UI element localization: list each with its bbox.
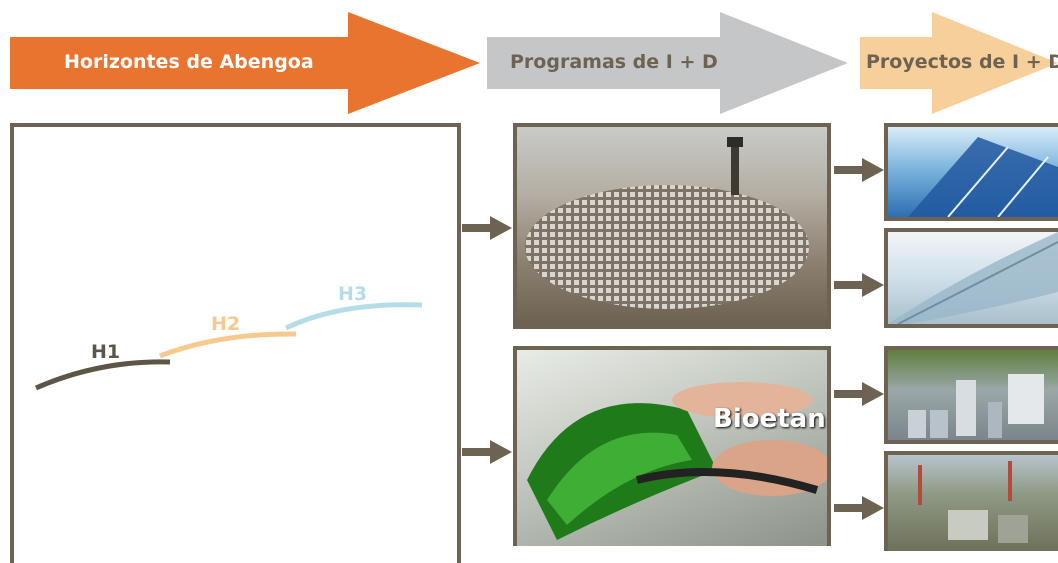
programs-arrow	[487, 12, 848, 114]
arrow-to-program-bio	[462, 440, 512, 464]
h3-curve	[284, 302, 423, 331]
bioethanol-caption: Bioetan	[713, 404, 826, 434]
h1-label: H1	[91, 341, 121, 363]
project-parabolic-trough-photo	[884, 228, 1058, 328]
h3-label: H3	[338, 283, 368, 305]
program-solar-photo	[513, 123, 831, 329]
arrow-to-program-solar	[462, 216, 512, 240]
h1-curve	[34, 359, 171, 391]
project-industrial-plant-photo	[884, 346, 1058, 444]
arrow-to-project-4	[834, 496, 884, 520]
horizons-panel	[10, 123, 461, 563]
project-solar-panels-photo	[884, 123, 1058, 221]
h2-label: H2	[211, 313, 241, 335]
h2-curve	[159, 331, 297, 359]
programs-label: Programas de I + D	[510, 51, 718, 73]
hand	[672, 382, 812, 418]
arrow-to-project-1	[834, 158, 884, 182]
fuel-pump-scene	[527, 382, 827, 540]
arrow-to-project-3	[834, 382, 884, 406]
arrow-to-project-2	[834, 273, 884, 297]
projects-label: Proyectos de I + D	[866, 51, 1058, 73]
projects-arrow	[860, 12, 1058, 114]
header-arrows	[10, 12, 1058, 114]
heliostat-field	[525, 185, 809, 309]
solar-tower	[731, 137, 739, 195]
horizons-label: Horizontes de Abengoa	[64, 51, 314, 73]
program-bio-photo: Bioetan	[513, 346, 831, 546]
solar-tower-scene	[525, 137, 809, 309]
horizons-arrow	[10, 12, 480, 114]
horizon-curves	[34, 302, 423, 391]
project-refinery-plant-photo	[884, 451, 1058, 551]
